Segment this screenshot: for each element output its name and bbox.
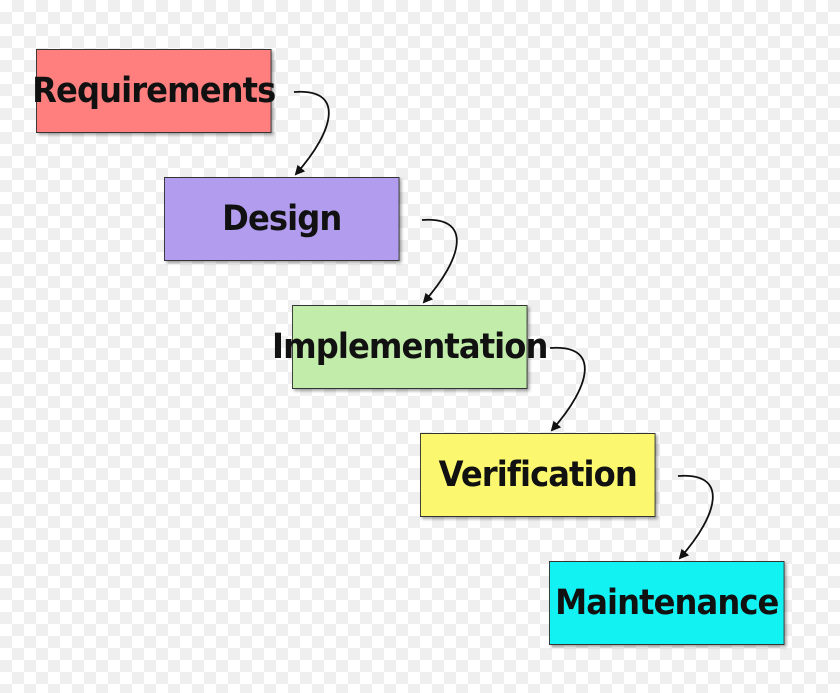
stage-label-implementation: Implementation	[272, 327, 548, 367]
stage-verification: Verification	[420, 433, 656, 517]
stage-implementation: Implementation	[272, 305, 548, 389]
arrow-design-to-implementation	[421, 218, 458, 304]
arrow-verification-to-maintenance	[677, 474, 714, 560]
stage-maintenance: Maintenance	[549, 561, 785, 645]
stage-design: Design	[164, 177, 400, 261]
arrow-implementation-to-verification	[549, 346, 586, 432]
arrow-requirements-to-design	[293, 90, 330, 176]
stage-label-design: Design	[222, 199, 342, 239]
stage-label-maintenance: Maintenance	[555, 583, 779, 623]
stage-label-requirements: Requirements	[32, 71, 276, 111]
stage-label-verification: Verification	[438, 455, 638, 495]
stage-requirements: Requirements	[32, 49, 276, 133]
